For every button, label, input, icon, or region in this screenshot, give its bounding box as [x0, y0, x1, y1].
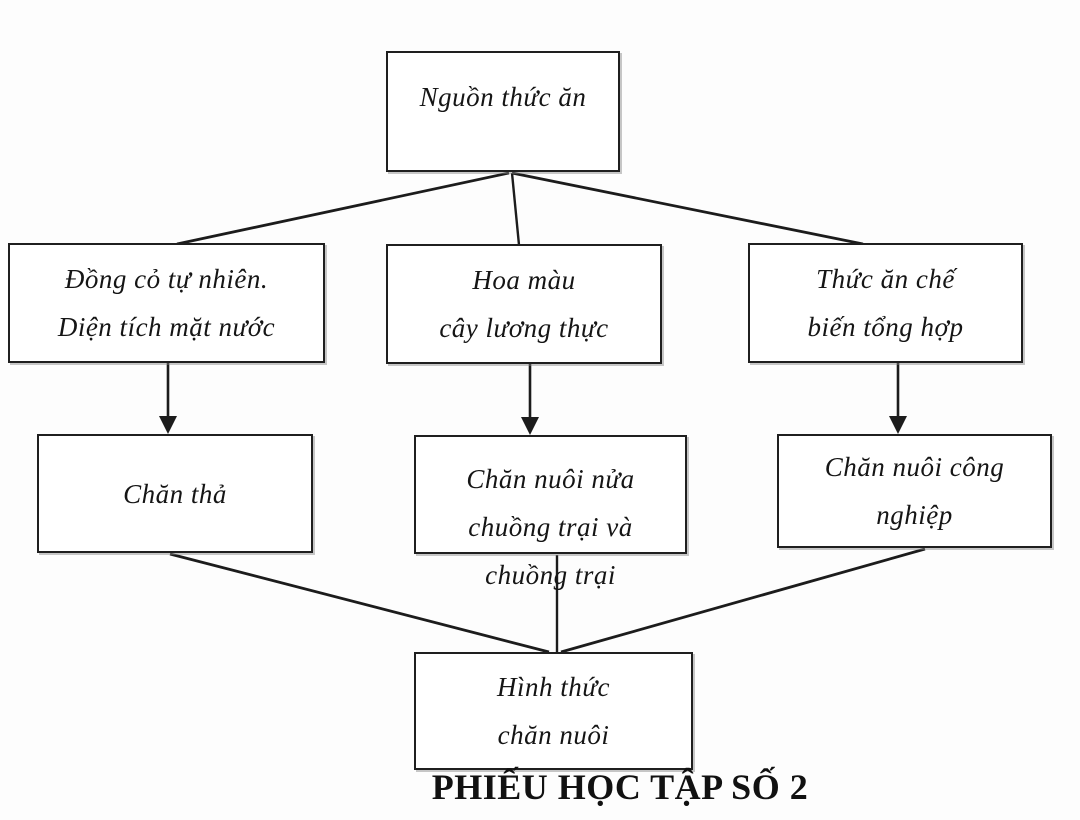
- edge-nguon-to-thucan: [511, 171, 864, 246]
- node-label: Chăn nuôi nửa chuồng trại và chuồng trại: [466, 464, 635, 590]
- node-label: Hình thức chăn nuôi: [497, 672, 610, 750]
- node-hinh-thuc-chan-nuoi: Hình thức chăn nuôi: [414, 652, 693, 770]
- node-chan-nuoi-cong-nghiep: Chăn nuôi công nghiệp: [777, 434, 1052, 548]
- arrowhead-icon: [521, 417, 539, 435]
- arrowhead-icon: [159, 416, 177, 434]
- edge-nguon-to-hoamau: [510, 172, 521, 246]
- worksheet-caption: PHIẾU HỌC TẬP SỐ 2: [431, 767, 809, 807]
- node-chan-nuoi-nua-chuong-trai: Chăn nuôi nửa chuồng trại và chuồng trại: [414, 435, 687, 590]
- node-thuc-an-che-bien: Thức ăn chế biến tổng hợp: [748, 243, 1023, 363]
- node-chan-tha: Chăn thả: [37, 434, 313, 553]
- edge-congnghiep-to-hinhthuc: [560, 547, 926, 654]
- edge-nguon-to-dongco: [176, 171, 510, 246]
- node-hoa-mau: Hoa màu cây lương thực: [386, 244, 662, 364]
- node-label: Nguồn thức ăn: [419, 82, 587, 112]
- node-label: Chăn thả: [123, 478, 227, 509]
- node-label: Thức ăn chế biến tổng hợp: [807, 264, 964, 342]
- arrowhead-icon: [889, 416, 907, 434]
- node-label: Đồng cỏ tự nhiên. Diện tích mặt nước: [57, 264, 276, 342]
- node-label: Hoa màu cây lương thực: [439, 265, 609, 343]
- node-dong-co-tu-nhien: Đồng cỏ tự nhiên. Diện tích mặt nước: [8, 243, 325, 363]
- node-nguon-thuc-an: Nguồn thức ăn: [386, 51, 620, 172]
- edge-chantha-to-hinhthuc: [169, 552, 550, 654]
- node-label: Chăn nuôi công nghiệp: [824, 452, 1005, 530]
